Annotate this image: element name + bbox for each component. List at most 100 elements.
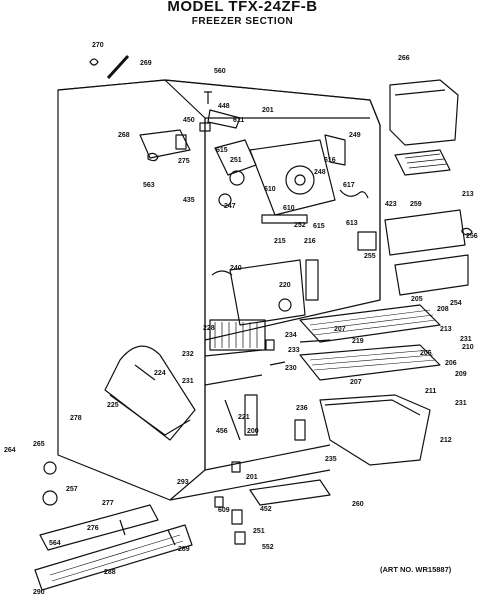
callout-207: 207 [334,326,346,333]
callout-215: 215 [274,238,286,245]
screw-part-289 [167,529,176,546]
divider-part-252 [261,214,308,224]
shelf-part-207-lower [299,344,441,381]
rod-part-231 [204,374,263,386]
callout-232: 232 [182,351,194,358]
fan-hub [294,174,306,186]
callout-231: 231 [182,378,194,385]
callout-231: 231 [455,400,467,407]
callout-615: 615 [313,223,325,230]
art-number: (ART NO. WR15887) [380,565,452,574]
callout-615: 615 [216,147,228,154]
callout-251: 251 [253,528,265,535]
callout-290: 290 [33,589,45,596]
evaporator-part-215 [229,259,306,326]
leveler-part-257 [42,490,58,506]
rail-part-219 [299,339,331,343]
callout-259: 259 [410,201,422,208]
cabinet-top [57,79,371,101]
callout-270: 270 [92,42,104,49]
callout-211: 211 [425,388,436,395]
wire-part-617 [339,189,369,199]
screw-part-560 [204,91,212,104]
callout-264: 264 [4,447,16,454]
diagram-title: MODEL TFX-24ZF-B [167,0,318,15]
bulb-part-563 [147,152,159,162]
callout-247: 247 [224,203,236,210]
bracket-part-216 [305,259,319,301]
callout-552: 552 [262,544,274,551]
callout-240: 240 [230,265,242,272]
heater-part-220 [278,298,292,312]
callout-201: 201 [246,474,258,481]
switch-part-275 [175,134,187,150]
cabinet-floor [169,444,331,501]
callout-277: 277 [102,500,114,507]
callout-224: 224 [154,370,166,377]
clip-part-270 [89,58,99,66]
bracket-part-249 [324,134,346,166]
callout-213: 213 [440,326,452,333]
rod-part-230 [269,361,286,366]
plug-part-236 [294,419,306,441]
callout-563: 563 [143,182,155,189]
callout-260: 260 [352,501,364,508]
callout-209: 209 [455,371,467,378]
drawer-part-212 [319,394,431,466]
bracket-part-450 [199,122,211,132]
callout-268: 268 [118,132,130,139]
callout-452: 452 [260,506,272,513]
callout-254: 254 [450,300,462,307]
callout-448: 448 [218,103,230,110]
callout-269: 269 [140,60,152,67]
chute-part-224 [104,345,196,441]
roller-part-235 [231,461,241,473]
shelf-wires-upper [309,309,437,336]
callout-235: 235 [325,456,337,463]
tray-part-225 [109,394,191,436]
ice-bucket-rim [394,89,446,96]
callout-289: 289 [178,546,190,553]
callout-560: 560 [214,68,226,75]
callout-228: 228 [203,325,215,332]
callout-611: 611 [233,117,244,124]
callout-288: 288 [104,569,116,576]
hinge-part-451 [234,531,246,545]
drawer-inner [324,399,421,416]
grille-part-260 [249,479,331,506]
shelf-part-207-upper [299,304,441,343]
callout-257: 257 [66,486,78,493]
light-housing-part-268 [139,129,191,159]
callout-456: 456 [216,428,228,435]
coil-fins [214,322,258,348]
tube-part-269 [106,54,130,80]
ice-bucket-part-266 [389,79,459,146]
callout-293: 293 [177,479,189,486]
callout-206: 206 [445,360,457,367]
callout-616: 616 [324,157,336,164]
cover-part-255 [357,231,377,251]
base-grille-part-288 [34,524,193,591]
rod-part-232 [204,349,263,357]
callout-609: 609 [218,507,230,514]
callout-233: 233 [288,347,300,354]
pin-part-609 [214,496,224,508]
callout-236: 236 [296,405,308,412]
callout-276: 276 [87,525,99,532]
callout-249: 249 [349,132,361,139]
kick-plate-part-277 [39,504,159,551]
callout-220: 220 [279,282,291,289]
callout-435: 435 [183,197,195,204]
diagram-subtitle: FREEZER SECTION [191,16,294,27]
callout-221: 221 [238,414,250,421]
callout-248: 248 [314,169,326,176]
coil-part-240 [211,270,233,276]
callout-200: 200 [247,428,259,435]
callout-423: 423 [385,201,397,208]
grille-slots [49,534,184,582]
callout-252: 252 [294,222,306,229]
callout-213: 213 [462,191,474,198]
coil-assembly-part-228 [209,319,266,351]
cabinet-corner [369,99,381,126]
